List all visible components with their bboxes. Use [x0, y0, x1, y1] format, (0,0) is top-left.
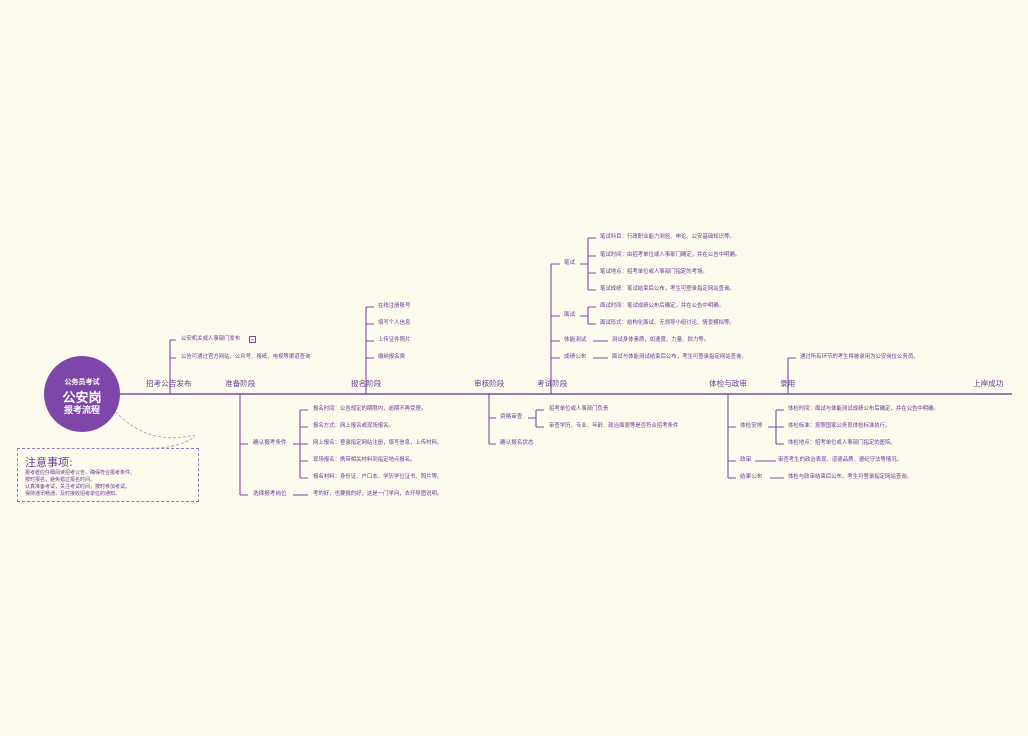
- physical-political-item[interactable]: 审查考生的政治表现、道德品质、遵纪守法等情况。: [778, 457, 902, 463]
- exam-written[interactable]: 笔试: [564, 260, 576, 266]
- exam-written-item[interactable]: 笔试成绩：笔试结束后公布，考生可登录指定网站查询。: [600, 286, 735, 292]
- physical-result[interactable]: 结果公布: [740, 474, 763, 480]
- physical-arrange-item[interactable]: 体检标准：按照国家公务员体检标准执行。: [788, 423, 891, 429]
- stage-prepare[interactable]: 准备阶段: [225, 379, 256, 388]
- register-item[interactable]: 缴纳报名费: [378, 354, 405, 360]
- prepare-confirm-item[interactable]: 网上报名：登录指定网站注册，填写信息，上传材料。: [313, 440, 443, 446]
- announce-item[interactable]: 公告可通过官方网站、公众号、报纸、电视等渠道查询: [181, 354, 311, 360]
- physical-arrange-item[interactable]: 体检时间：面试与体能测试成绩公布后确定，并在公告中明确。: [788, 406, 939, 412]
- stage-hire[interactable]: 录用: [780, 379, 796, 388]
- root-line2: 公安岗: [62, 391, 102, 406]
- note-icon[interactable]: ≡: [249, 336, 256, 343]
- stage-review[interactable]: 审核阶段: [474, 379, 505, 388]
- notes-line: 保持通讯畅通，及时接收招考单位的通知。: [25, 491, 121, 497]
- prepare-confirm-item[interactable]: 报名材料：身份证、户口本、学历学位证书、照片等。: [313, 474, 443, 480]
- prepare-choose-item[interactable]: 考的好，也要报的好，这是一门学问，去开导图说明。: [313, 491, 443, 497]
- physical-arrange-item[interactable]: 体检地点：招考单位或人事部门指定的医院。: [788, 440, 896, 446]
- review-qual-item[interactable]: 招考单位或人事部门负责: [549, 406, 609, 412]
- review-qual-item[interactable]: 审查学历、专业、年龄、政治面貌等是否符合招考条件: [549, 423, 679, 429]
- exam-score-item[interactable]: 面试与体能测试结束后公布，考生可登录指定网站查询。: [612, 354, 747, 360]
- physical-political[interactable]: 政审: [740, 457, 752, 463]
- exam-interview-item[interactable]: 面试形式：结构化面试、无领导小组讨论、情景模拟等。: [600, 320, 735, 326]
- notes-line: 报考者应仔细阅读招考公告，确保符合报考条件。: [25, 470, 136, 476]
- review-qual[interactable]: 资格审查: [500, 414, 523, 420]
- exam-fitness[interactable]: 体能测试: [564, 337, 587, 343]
- stage-register[interactable]: 报名阶段: [351, 379, 382, 388]
- exam-fitness-item[interactable]: 测试身体素质，如速度、力量、耐力等。: [612, 337, 710, 343]
- prepare-choose[interactable]: 选择报考岗位: [253, 491, 287, 497]
- notes-title: 注意事项:: [25, 456, 73, 469]
- prepare-confirm-item[interactable]: 报名方式：网上报名或现场报名。: [313, 423, 394, 429]
- stage-exam[interactable]: 考试阶段: [537, 379, 568, 388]
- hire-item[interactable]: 通过所有环节的考生将被录用为公安岗位公务员。: [800, 354, 919, 360]
- register-item[interactable]: 在线注册账号: [378, 303, 411, 309]
- exam-written-item[interactable]: 笔试科目：行政职业能力测验、申论、公安基础知识等。: [600, 234, 735, 240]
- prepare-confirm-item[interactable]: 报名时间：公告规定的期限内，逾期不再受理。: [313, 406, 427, 412]
- physical-result-item[interactable]: 体检与政审结束后公布，考生可登录指定网站查询。: [788, 474, 912, 480]
- notes-box[interactable]: 注意事项: 报考者应仔细阅读招考公告，确保符合报考条件。 按时报名，避免错过报名…: [17, 448, 199, 502]
- exam-written-item[interactable]: 笔试地点：招考单位或人事部门指定的考场。: [600, 269, 708, 275]
- root-node[interactable]: 公务员考试 公安岗 报考流程: [44, 356, 120, 432]
- root-line1: 公务员考试: [64, 378, 100, 386]
- physical-arrange[interactable]: 体检安排: [740, 423, 763, 429]
- announce-item[interactable]: 公安机关或人事部门发布: [181, 336, 241, 342]
- stage-physical[interactable]: 体检与政审: [709, 379, 747, 388]
- prepare-confirm[interactable]: 确认报考条件: [253, 440, 287, 446]
- review-confirm[interactable]: 确认报名状态: [500, 440, 534, 446]
- exam-score[interactable]: 成绩公布: [564, 354, 587, 360]
- prepare-confirm-item[interactable]: 现场报名：携带相关材料到指定地点报名。: [313, 457, 416, 463]
- register-item[interactable]: 上传证件照片: [378, 337, 411, 343]
- root-line3: 报考流程: [63, 406, 100, 416]
- notes-line: 认真准备考试，关注考试时间，按时参加考试。: [25, 484, 131, 490]
- register-item[interactable]: 填写个人信息: [378, 320, 411, 326]
- stage-success[interactable]: 上岸成功: [973, 379, 1004, 388]
- notes-line: 按时报名，避免错过报名时间。: [25, 477, 96, 483]
- exam-interview[interactable]: 面试: [564, 312, 576, 318]
- exam-interview-item[interactable]: 面试时间：笔试成绩公布后确定，并在公告中明确。: [600, 303, 724, 309]
- exam-written-item[interactable]: 笔试时间：由招考单位或人事部门确定，并在公告中明确。: [600, 252, 741, 258]
- stage-announce[interactable]: 招考公告发布: [146, 379, 192, 388]
